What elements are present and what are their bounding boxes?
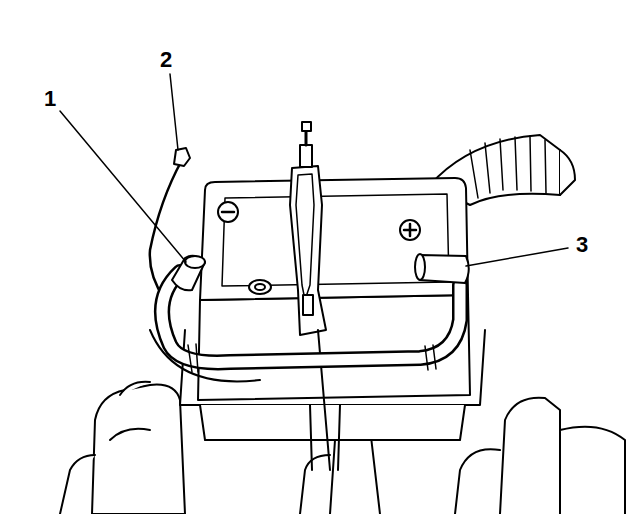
ground-wire bbox=[174, 148, 190, 166]
engine-parts bbox=[110, 429, 150, 440]
battery bbox=[200, 178, 468, 300]
battery-cable bbox=[150, 330, 260, 381]
battery-cable bbox=[162, 272, 460, 362]
negative-cable-end bbox=[172, 256, 205, 291]
positive-terminal-boot bbox=[415, 254, 469, 283]
callout-number: 1 bbox=[44, 88, 56, 110]
leader-lines bbox=[60, 74, 568, 266]
hold-down-bracket bbox=[305, 130, 308, 145]
battery bbox=[400, 220, 420, 240]
engine-parts bbox=[60, 455, 95, 514]
battery-cable bbox=[188, 344, 436, 372]
negative-cable-end bbox=[172, 256, 205, 291]
hold-down-bracket bbox=[290, 122, 330, 470]
battery bbox=[198, 295, 470, 400]
intake-hose bbox=[560, 150, 575, 195]
engine-parts bbox=[455, 449, 500, 514]
hold-down-bracket bbox=[302, 122, 311, 131]
hold-down-bracket bbox=[303, 295, 313, 315]
leader-line bbox=[170, 74, 178, 150]
engine-parts bbox=[300, 455, 330, 514]
battery-cable bbox=[162, 272, 460, 362]
battery bbox=[255, 284, 265, 290]
hold-down-bracket bbox=[318, 330, 330, 470]
hold-down-bracket bbox=[300, 145, 312, 167]
callout-number: 2 bbox=[160, 49, 172, 71]
battery bbox=[218, 202, 238, 222]
battery bbox=[222, 211, 234, 214]
battery bbox=[404, 224, 416, 236]
engine-parts bbox=[560, 427, 625, 514]
negative-cable-end bbox=[185, 256, 205, 268]
hold-down-bracket bbox=[290, 166, 326, 335]
positive-terminal-boot bbox=[415, 254, 425, 280]
battery bbox=[249, 280, 271, 294]
callout-number: 3 bbox=[576, 234, 588, 256]
leader-line bbox=[466, 248, 568, 266]
hold-down-bracket bbox=[296, 174, 314, 300]
engine-parts bbox=[92, 385, 185, 514]
battery-tray bbox=[200, 405, 465, 440]
engine-parts bbox=[120, 382, 150, 395]
battery bbox=[222, 194, 449, 286]
intake-hose bbox=[470, 136, 546, 198]
battery-cable bbox=[150, 272, 460, 381]
engine-parts bbox=[500, 398, 560, 514]
leader-line bbox=[60, 111, 186, 262]
